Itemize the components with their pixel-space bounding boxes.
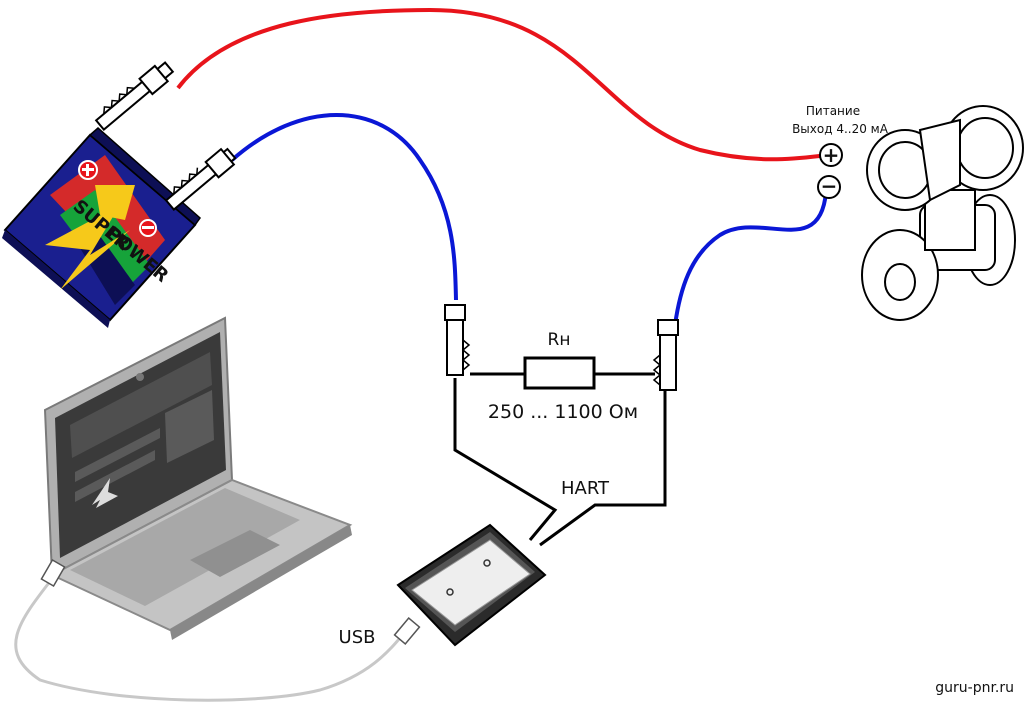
negative-wire-to-clip	[230, 113, 458, 301]
positive-wire	[176, 7, 829, 162]
plus-terminal-icon: +	[819, 143, 843, 167]
usb-label: USB	[339, 627, 376, 648]
alligator-clip-icon	[444, 304, 471, 376]
transmitter-icon	[861, 105, 1024, 321]
laptop-icon	[43, 316, 353, 640]
alligator-clip-icon	[164, 147, 237, 212]
alligator-clip-icon	[652, 319, 679, 391]
negative-wire-from-transmitter	[673, 191, 828, 326]
minus-terminal-icon: −	[817, 174, 841, 199]
usb-plug-icon	[393, 617, 421, 645]
hart-modem-icon	[396, 523, 547, 647]
hart-label: HART	[561, 478, 610, 499]
resistor-range-label: 250 ... 1100 Ом	[488, 401, 638, 423]
minus-symbol: −	[821, 174, 838, 198]
plus-symbol: +	[823, 143, 840, 167]
loop-wire-right	[539, 380, 667, 547]
alligator-clip-icon	[94, 61, 175, 132]
watermark: guru-pnr.ru	[935, 680, 1014, 696]
resistor-label: Rн	[548, 330, 571, 350]
usb-plug-icon	[40, 558, 66, 588]
battery-icon: SUPER POWER	[2, 127, 202, 328]
resistor-icon	[523, 356, 596, 390]
usb-cable	[14, 574, 407, 702]
power-label: Питание	[806, 104, 860, 118]
loop-wire-left	[453, 378, 558, 541]
output-label: Выход 4..20 мА	[792, 122, 889, 136]
